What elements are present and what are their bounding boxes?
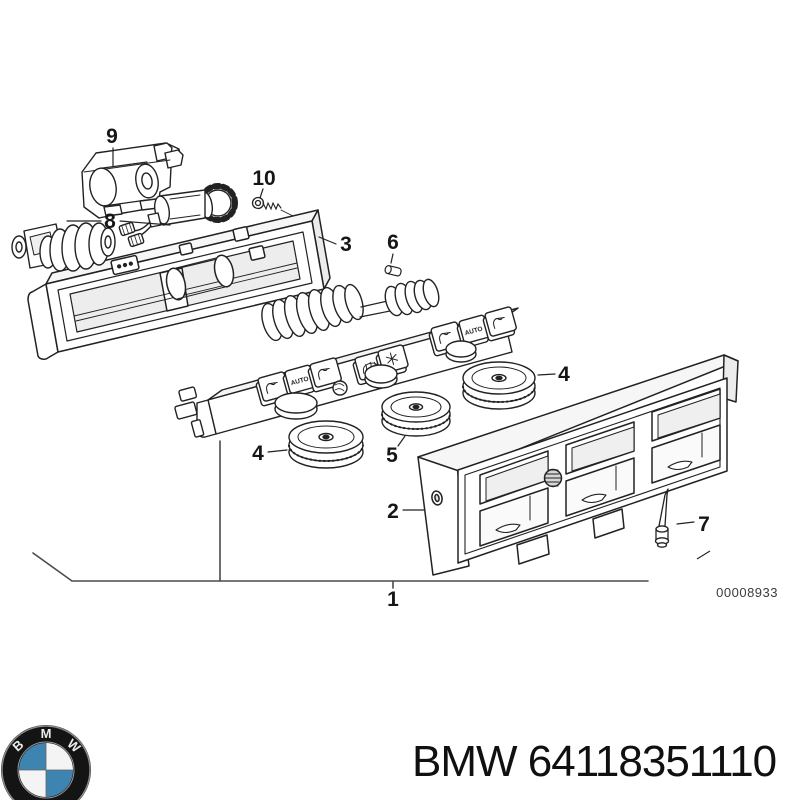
knob-left-4 [288,420,364,469]
screw-icon [251,196,294,217]
callout-3: 3 [340,233,352,256]
part-9-actuator-bracket [81,142,184,219]
seat-heat-icon [266,381,278,394]
assembly-bracket-line [32,440,649,589]
knob-middle-5 [381,391,451,437]
auto-button-label: AUTO [290,376,310,388]
bmw-logo: B M W [1,725,91,800]
part-8-worm-barrel [11,222,116,272]
callout-9: 9 [106,125,118,148]
callout-2: 2 [387,500,399,523]
switch-strip-assembly: AUTO AUTO [174,278,519,438]
bmw-logo-letter-m: M [41,726,52,741]
auto-button-left: AUTO [282,364,316,399]
callout-8: 8 [104,210,116,233]
auto-button-label: AUTO [464,326,484,338]
callout-5: 5 [386,444,398,467]
knob-right-4 [462,361,536,410]
part-3-rear-housing [27,209,331,360]
corrugated-hose-left [261,283,364,342]
fan-icon [385,352,399,366]
seat-heat-button [307,357,342,393]
callout-labels: 9 10 8 3 6 4 5 4 2 7 1 [104,125,710,611]
diagram-code: 00008933 [716,585,778,600]
callout-10: 10 [252,167,275,190]
ball-detail [332,380,348,396]
seat-heat-icon [439,331,451,344]
callout-4-right: 4 [558,363,570,386]
seat-vent-button [482,306,517,342]
part-number-text: BMW 64118351110 [412,737,776,786]
gear-motor-icon [118,183,238,248]
seat-heat-icon [493,316,505,329]
callout-6: 6 [387,231,399,254]
callout-4-left: 4 [252,442,264,465]
grille-screw [543,468,563,488]
callout-7: 7 [698,513,710,536]
stray-tick-mark [696,550,711,560]
leader-lines [66,147,695,525]
defrost-icon [362,361,380,374]
callout-1: 1 [387,588,399,611]
slider-puck [274,340,477,420]
seat-heat-icon [318,367,330,380]
part-10-screw [251,196,294,217]
part-8-gear-motor [118,183,238,248]
part-6-pin [384,265,402,277]
part-7-needle-pin [654,488,670,548]
part-2-front-panel [417,354,739,576]
corrugated-hose-right [384,278,440,317]
